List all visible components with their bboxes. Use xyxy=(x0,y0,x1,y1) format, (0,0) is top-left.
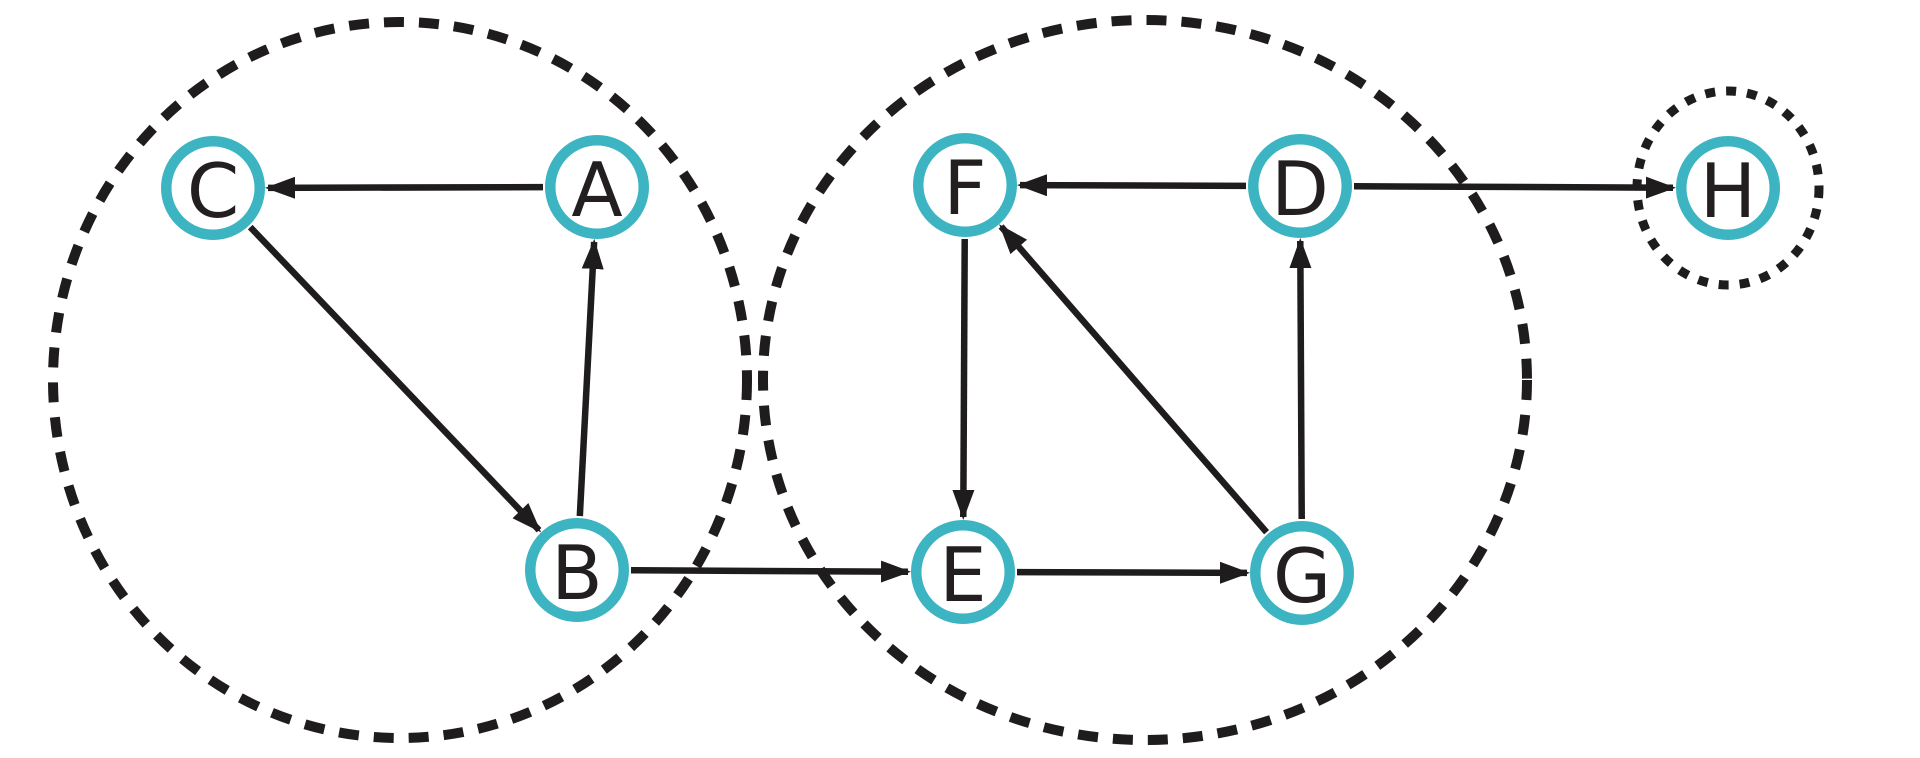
node-circle-F xyxy=(913,133,1017,237)
edge-D-H xyxy=(1353,176,1677,199)
node-H: H xyxy=(1676,136,1780,240)
edge-G-F xyxy=(998,224,1270,535)
node-circle-A xyxy=(545,135,649,239)
edge-F-E xyxy=(952,238,975,521)
node-F: F xyxy=(913,133,1017,237)
node-circle-E xyxy=(911,520,1015,624)
edge-A-C xyxy=(264,176,544,199)
edge-B-A xyxy=(576,238,604,517)
node-label-E: E xyxy=(939,531,986,619)
node-B: B xyxy=(525,518,629,622)
node-label-D: D xyxy=(1271,145,1329,233)
group-circle-group-ABC xyxy=(48,17,752,743)
node-label-C: C xyxy=(187,147,239,235)
node-label-A: A xyxy=(571,146,622,234)
edge-B-E xyxy=(630,560,912,583)
node-circle-B xyxy=(525,518,629,622)
node-label-H: H xyxy=(1700,147,1756,235)
node-D: D xyxy=(1248,134,1352,238)
node-circle-H xyxy=(1676,136,1780,240)
node-label-G: G xyxy=(1273,532,1331,620)
node-circle-G xyxy=(1250,521,1354,625)
node-circle-C xyxy=(161,136,265,240)
node-circle-D xyxy=(1248,134,1352,238)
edge-D-F xyxy=(1016,174,1247,197)
node-label-F: F xyxy=(943,144,986,232)
group-circle-group-DEFG xyxy=(758,15,1532,745)
node-G: G xyxy=(1250,521,1354,625)
edge-G-D xyxy=(1289,237,1312,520)
node-A: A xyxy=(545,135,649,239)
edge-C-B xyxy=(247,224,542,533)
node-label-B: B xyxy=(551,529,602,617)
node-C: C xyxy=(161,136,265,240)
node-E: E xyxy=(911,520,1015,624)
edge-E-G xyxy=(1016,561,1251,584)
